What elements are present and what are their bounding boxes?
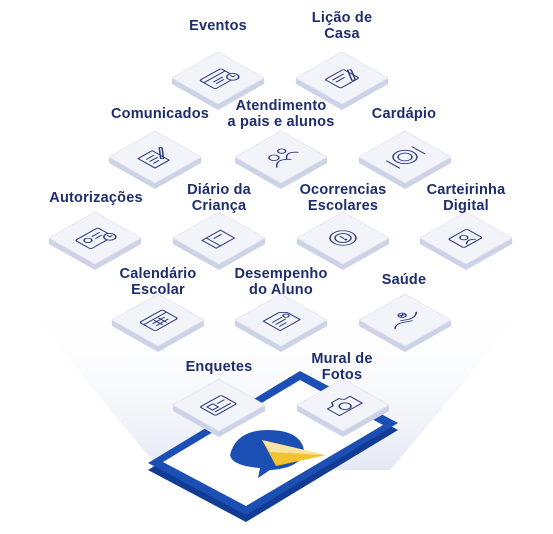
alert-circle-icon — [329, 230, 357, 246]
label-line: Eventos — [189, 18, 247, 34]
tile-comunicados[interactable] — [107, 122, 203, 192]
report-icon — [262, 312, 301, 332]
poll-icon — [200, 395, 237, 416]
label-saude: Saúde — [382, 272, 427, 288]
hands-heart-icon — [394, 311, 418, 330]
label-line: Escolar — [131, 282, 185, 298]
tile-saude[interactable] — [357, 285, 453, 355]
tile-carteirinha[interactable] — [418, 203, 514, 273]
label-autorizacoes: Autorizações — [49, 190, 142, 206]
label-line: do Aluno — [249, 282, 313, 298]
label-line: Desempenho — [234, 266, 328, 282]
label-line: Fotos — [321, 367, 363, 383]
label-line: Diário da — [187, 182, 251, 198]
tile-mural[interactable] — [295, 370, 391, 440]
label-line: Autorizações — [49, 190, 143, 206]
label-cardapio: Cardápio — [372, 106, 436, 122]
calendar-clock-icon — [199, 68, 240, 89]
tile-licao-de-casa[interactable] — [294, 43, 390, 113]
label-line: Escolares — [307, 198, 379, 214]
label-line: Ocorrencias — [299, 182, 387, 198]
app-logo-icon — [230, 430, 326, 478]
label-line: Cardápio — [371, 106, 437, 122]
label-line: a pais e alunos — [227, 114, 335, 130]
label-line: Enquetes — [185, 359, 253, 375]
label-line: Calendário — [119, 266, 197, 282]
camera-icon — [326, 395, 363, 417]
label-comunicados: Comunicados — [111, 106, 209, 122]
label-line: Mural de — [311, 351, 373, 367]
tile-calendario[interactable] — [110, 285, 206, 355]
label-line: Casa — [324, 26, 360, 42]
label-line: Saúde — [381, 272, 427, 288]
plate-cutlery-icon — [385, 146, 426, 169]
id-card-clock-icon — [75, 227, 117, 249]
label-line: Atendimento — [235, 98, 327, 114]
tile-diario[interactable] — [171, 203, 267, 273]
tile-atendimento[interactable] — [233, 122, 329, 192]
tile-desempenho[interactable] — [233, 285, 329, 355]
tile-autorizacoes[interactable] — [47, 203, 143, 273]
book-icon — [201, 229, 236, 249]
id-card-icon — [448, 228, 483, 248]
people-icon — [268, 148, 299, 168]
tile-eventos[interactable] — [170, 43, 266, 113]
label-line: Digital — [443, 198, 489, 214]
label-enquetes: Enquetes — [186, 359, 253, 375]
label-line: Criança — [191, 198, 247, 214]
document-pen-icon — [137, 147, 170, 169]
label-line: Lição de — [311, 10, 373, 26]
tile-enquetes[interactable] — [171, 370, 267, 440]
document-pencil-icon — [325, 69, 359, 89]
label-line: Comunicados — [110, 106, 210, 122]
label-line: Carteirinha — [426, 182, 506, 198]
tile-cardapio[interactable] — [357, 122, 453, 192]
label-eventos: Eventos — [189, 18, 247, 34]
calendar-icon — [139, 309, 178, 331]
tile-ocorrencias[interactable] — [295, 203, 391, 273]
